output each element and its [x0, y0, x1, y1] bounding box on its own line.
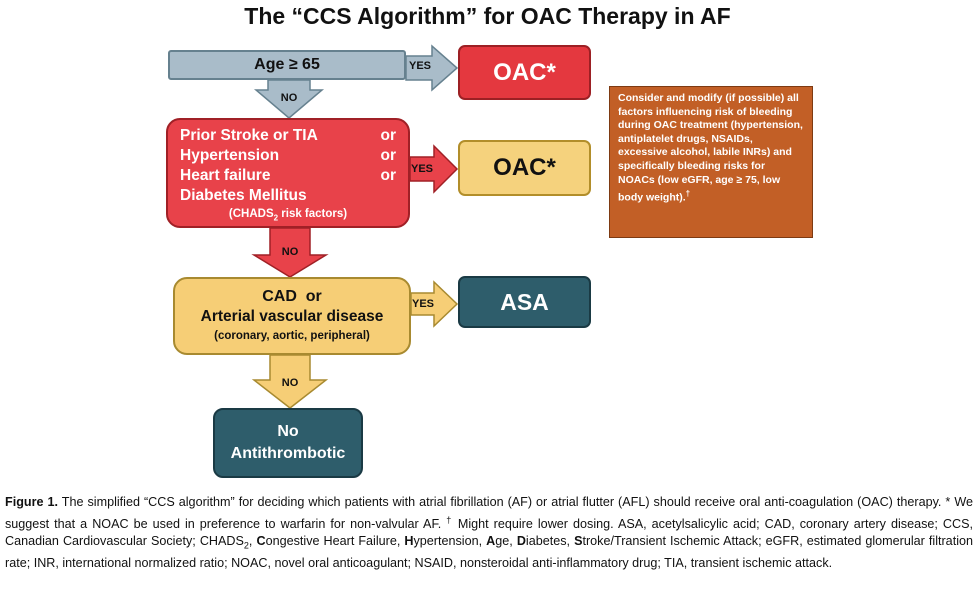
cad-line-3: (coronary, aortic, peripheral)	[214, 330, 370, 342]
caption-s-rest: troke/Transient Ischemic Attack; eGFR, e…	[5, 534, 973, 571]
age-label: Age ≥ 65	[254, 56, 320, 73]
caption-part-3: ,	[248, 534, 257, 549]
oac-yellow-label: OAC*	[493, 154, 556, 181]
caption-h-letter: H	[404, 534, 414, 549]
caption-c-rest: ongestive Heart Failure,	[265, 534, 405, 549]
bleeding-note-body: Consider and modify (if possible) all fa…	[618, 92, 803, 204]
bleeding-note-dagger: †	[685, 189, 691, 199]
no-label-1: NO	[280, 92, 298, 104]
caption-d-rest: iabetes,	[525, 534, 575, 549]
risk-line-4: Diabetes Mellitus	[180, 186, 396, 206]
age-node: Age ≥ 65	[168, 50, 406, 80]
cad-node: CAD or Arterial vascular disease (corona…	[173, 277, 411, 355]
no-arrow-2	[251, 227, 329, 278]
caption-h-rest: ypertension,	[413, 534, 487, 549]
yes-label-3: YES	[412, 298, 435, 310]
no-anti-line-2: Antithrombotic	[230, 445, 346, 462]
figure-label: Figure 1.	[5, 495, 58, 509]
cad-line-1: CAD or	[262, 288, 322, 305]
no-arrow-1	[253, 79, 325, 119]
caption-s-letter: S	[574, 534, 583, 549]
yes-label-2: YES	[411, 163, 434, 175]
caption-part-1: The simplified “CCS algorithm” for decid…	[5, 495, 974, 531]
oac-red-label: OAC*	[493, 58, 556, 86]
yes-arrow-1	[405, 44, 459, 92]
risk-factors-node: Prior Stroke or TIA or Hypertension or H…	[166, 118, 410, 228]
risk-line-1-right: or	[380, 127, 397, 144]
caption-a-letter: A	[486, 534, 496, 549]
oac-yellow-node: OAC*	[458, 140, 591, 196]
bleeding-note-text: Consider and modify (if possible) all fa…	[618, 92, 804, 205]
chads-note: (CHADS2 risk factors)	[180, 207, 396, 225]
chads-note-post: risk factors)	[278, 208, 348, 220]
caption-sub-2: 2	[243, 540, 249, 551]
no-label-2: NO	[281, 246, 299, 258]
asa-node: ASA	[458, 276, 591, 328]
yes-arrow-3	[410, 280, 459, 328]
yes-label-1: YES	[409, 60, 432, 72]
risk-line-3: Heart failure or	[180, 166, 396, 186]
caption-c-letter: C	[256, 534, 266, 549]
risk-line-2-right: or	[380, 147, 397, 164]
no-anti-line-1: No	[277, 423, 299, 440]
asa-label: ASA	[500, 288, 549, 315]
no-label-3: NO	[281, 377, 299, 389]
yes-arrow-2	[409, 144, 459, 194]
risk-line-4-left: Diabetes Mellitus	[180, 187, 307, 204]
bleeding-note: Consider and modify (if possible) all fa…	[609, 86, 813, 238]
caption-dagger: †	[446, 514, 453, 525]
caption-d-letter: D	[516, 534, 526, 549]
caption-part-2: Might require lower dosing. ASA, acetyls…	[5, 516, 973, 549]
risk-line-3-right: or	[380, 167, 397, 184]
risk-line-1-left: Prior Stroke or TIA	[180, 127, 318, 144]
caption-a-rest: ge,	[495, 534, 517, 549]
chads-note-pre: (CHADS	[228, 208, 274, 220]
no-arrow-3	[251, 354, 329, 409]
cad-line-2: Arterial vascular disease	[200, 308, 384, 325]
oac-red-node: OAC*	[458, 45, 591, 100]
risk-line-1: Prior Stroke or TIA or	[180, 126, 396, 146]
risk-line-2-left: Hypertension	[180, 147, 280, 164]
risk-line-3-left: Heart failure	[180, 167, 271, 184]
diagram-title: The “CCS Algorithm” for OAC Therapy in A…	[244, 3, 731, 29]
figure-caption: Figure 1. The simplified “CCS algorithm”…	[5, 494, 973, 573]
risk-line-2: Hypertension or	[180, 146, 396, 166]
no-antithrombotic-node: No Antithrombotic	[213, 408, 363, 478]
chads-note-sub: 2	[273, 213, 279, 223]
